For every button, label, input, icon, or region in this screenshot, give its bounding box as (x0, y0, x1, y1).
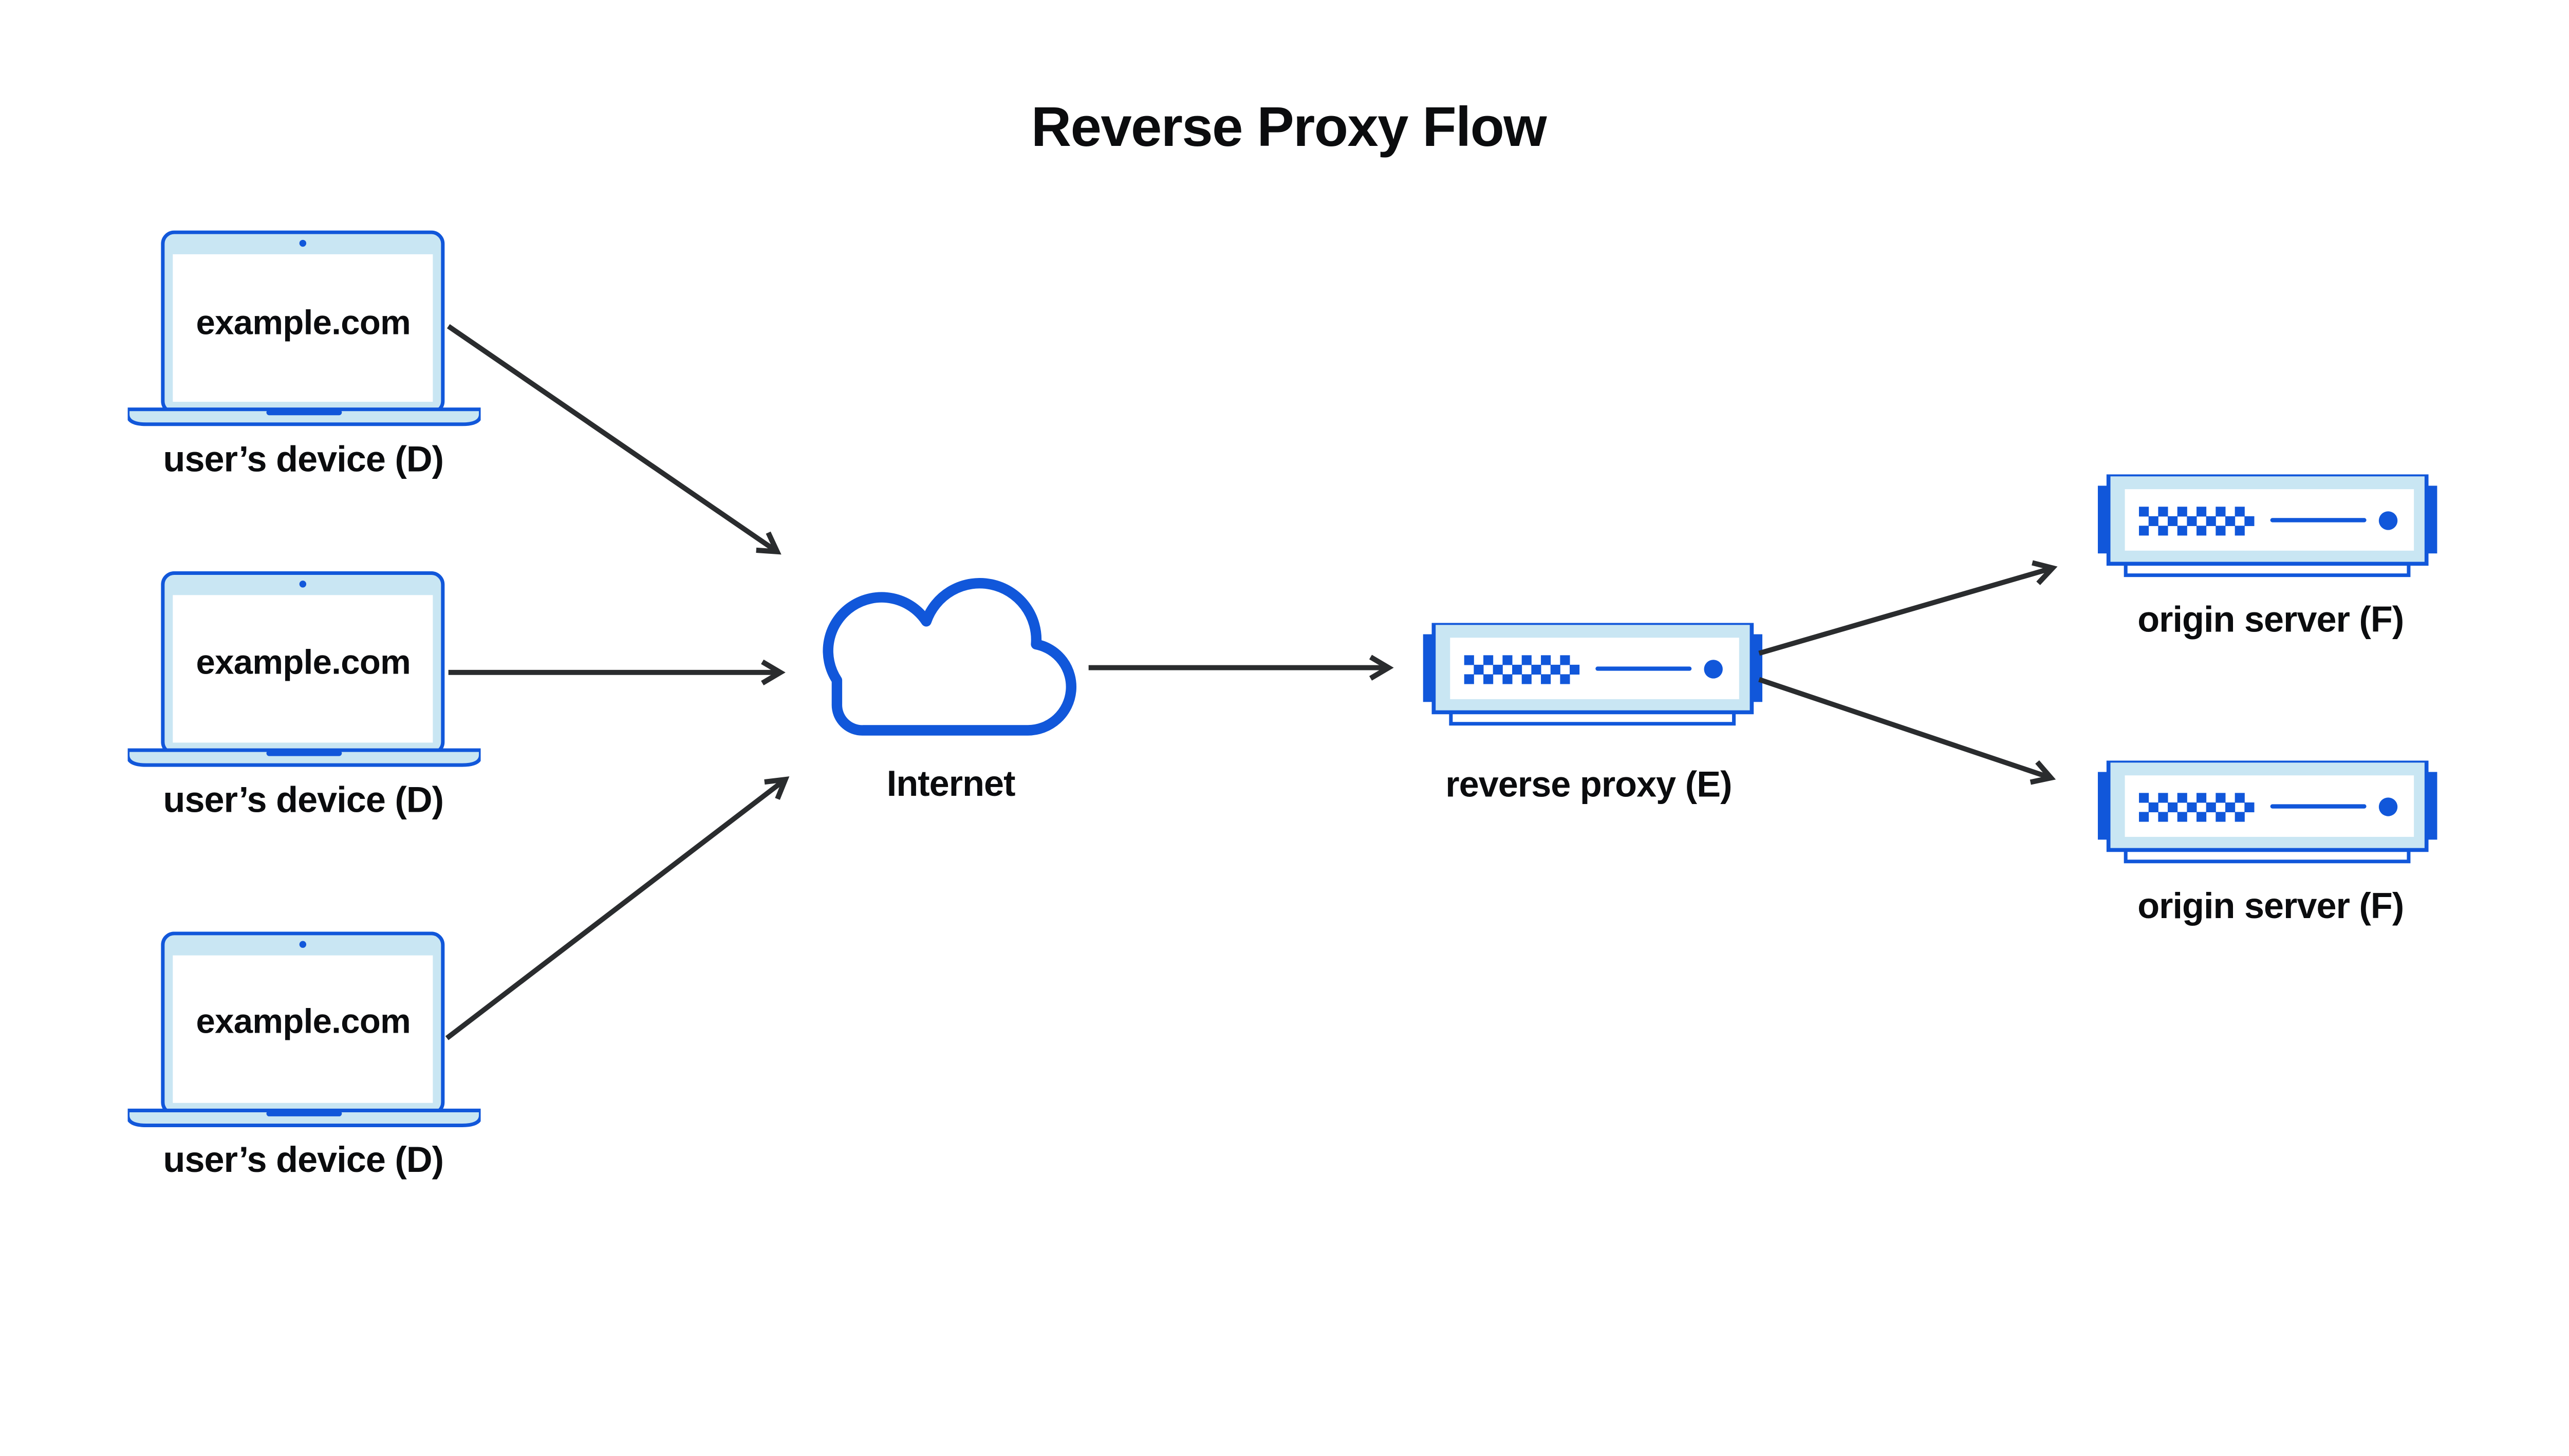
server-icon (2098, 474, 2437, 575)
reverse-proxy-node: reverse proxy (E) (1423, 623, 1762, 805)
user-device-3: example.com user’s device (D) (128, 934, 481, 1180)
server-icon (2098, 761, 2437, 862)
arrow-device1-to-internet (446, 324, 781, 555)
page-title: Reverse Proxy Flow (1031, 96, 1547, 158)
reverse-proxy-label: reverse proxy (E) (1445, 764, 1732, 805)
user-device-2: example.com user’s device (D) (128, 573, 481, 820)
origin-server-1: origin server (F) (2098, 474, 2437, 639)
device-caption: user’s device (D) (163, 439, 443, 479)
device-screen-text: example.com (196, 303, 411, 342)
origin-server-2: origin server (F) (2098, 761, 2437, 926)
device-caption: user’s device (D) (163, 1139, 443, 1180)
server-icon (1423, 623, 1762, 724)
internet-label: Internet (887, 763, 1015, 804)
arrow-device3-to-internet (445, 776, 790, 1040)
origin-server-label: origin server (F) (2137, 885, 2404, 926)
internet-node: Internet (823, 577, 1076, 804)
reverse-proxy-flow-diagram: Reverse Proxy Flow example.com user’s de… (127, 95, 2437, 1180)
user-device-1: example.com user’s device (D) (128, 232, 481, 479)
arrow-proxy-to-origin2 (1758, 677, 2056, 785)
device-caption: user’s device (D) (163, 779, 443, 820)
cloud-icon (823, 577, 1076, 736)
arrow-proxy-to-origin1 (1758, 560, 2058, 656)
diagram-canvas: Reverse Proxy Flow example.com user’s de… (127, 95, 2437, 1180)
device-screen-text: example.com (196, 643, 411, 682)
origin-server-label: origin server (F) (2137, 599, 2404, 639)
device-screen-text: example.com (196, 1002, 411, 1041)
